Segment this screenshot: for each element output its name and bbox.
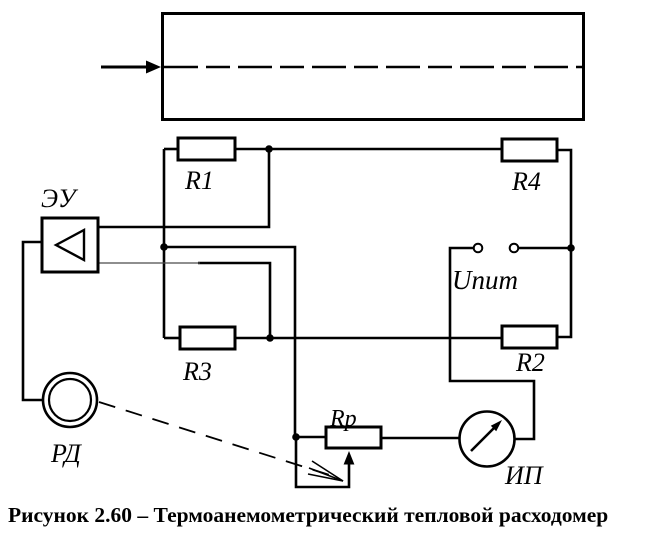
- regulator-label: РД: [50, 439, 82, 468]
- r2-label: R2: [515, 348, 545, 377]
- supply-voltage-label: Uпит: [452, 265, 518, 295]
- supply-terminals: [472, 242, 571, 254]
- junction-dot-bottom: [266, 334, 274, 342]
- link-arrow-barb-1: [311, 460, 344, 482]
- flow-arrow-icon: [146, 60, 161, 74]
- amplifier-unit: [21, 216, 100, 402]
- figure-caption: Рисунок 2.60 – Термоанемометрический теп…: [8, 503, 609, 527]
- regulator-outer-circle: [41, 371, 99, 429]
- potentiometer-unit: [294, 425, 459, 489]
- amplifier-label: ЭУ: [41, 184, 79, 213]
- resistor-r3: [178, 325, 237, 351]
- bridge-resistors: [176, 136, 559, 351]
- r3-label: R3: [182, 357, 212, 386]
- link-arrow-barb-2: [308, 467, 344, 482]
- r1-label: R1: [184, 166, 214, 195]
- bridge-wiring: [98, 147, 573, 437]
- supply-terminal-left: [472, 242, 484, 254]
- resistor-r1: [176, 136, 237, 162]
- wire-left-node-tap: [164, 245, 297, 437]
- amplifier-triangle-icon: [53, 227, 86, 263]
- dashed-link-line: [98, 401, 337, 478]
- resistor-r2: [500, 324, 559, 350]
- schematic-labels: ЭУ R1 R4 R3 R2 Rp Uпит ИП РД: [41, 166, 545, 490]
- junction-dots: [160, 145, 575, 441]
- meter-unit: [448, 246, 536, 468]
- junction-dot-rp: [292, 433, 300, 441]
- amplifier-box: [40, 216, 100, 274]
- meter-needle-icon: [470, 427, 495, 452]
- wiper-arrow-icon: [343, 451, 355, 465]
- wire-amplifier-bottom-input: [198, 261, 272, 338]
- junction-dot-top: [265, 145, 273, 153]
- junction-dot-left: [160, 243, 168, 251]
- meter-circle: [458, 410, 516, 468]
- resistor-r4: [500, 137, 559, 163]
- pipe: [101, 12, 585, 121]
- supply-terminal-right: [508, 242, 520, 254]
- rp-label: Rp: [329, 406, 357, 432]
- wire-bridge-right-vertical: [557, 148, 573, 339]
- wire-amplifier-top-input: [98, 149, 271, 229]
- r4-label: R4: [511, 167, 541, 196]
- mechanical-link: [98, 401, 344, 482]
- regulator-unit: [41, 371, 99, 429]
- regulator-inner-circle: [47, 377, 93, 423]
- junction-dot-right: [567, 244, 575, 252]
- wire-amplifier-to-regulator: [21, 240, 43, 402]
- potentiometer-rp-box: [324, 425, 383, 450]
- link-arrow-barb-3: [307, 473, 344, 482]
- pipe-outline: [161, 12, 585, 121]
- wire-meter-to-supply: [448, 246, 536, 441]
- wire-wiper-loop: [294, 437, 351, 489]
- meter-label: ИП: [504, 461, 545, 490]
- meter-needle-head: [490, 420, 502, 432]
